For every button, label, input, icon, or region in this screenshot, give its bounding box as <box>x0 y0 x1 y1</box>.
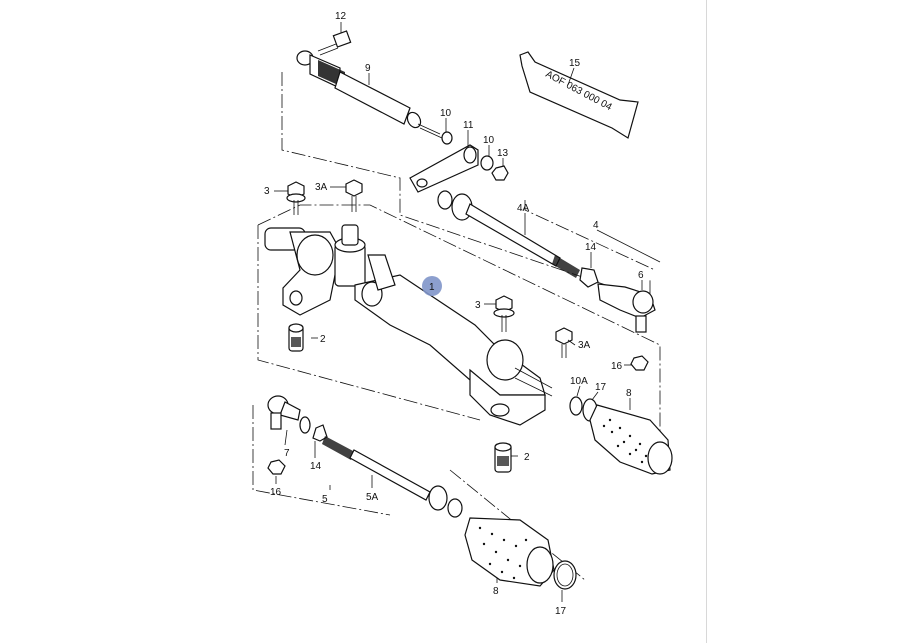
callout-10A[interactable]: 10A <box>570 376 588 387</box>
part-4-tie-rod <box>437 190 656 371</box>
callout-16-upper[interactable]: 16 <box>611 361 623 372</box>
callout-11[interactable]: 11 <box>463 120 474 131</box>
part-3-bolt-middle <box>493 295 515 332</box>
callout-3-upper[interactable]: 3 <box>264 186 270 197</box>
part-8-boot-lower <box>464 517 555 587</box>
callout-10-lower[interactable]: 10 <box>483 135 495 146</box>
part-7-tie-rod-end <box>267 395 301 475</box>
callout-10-upper[interactable]: 10 <box>440 108 452 119</box>
callout-12[interactable]: 12 <box>335 11 347 22</box>
assembly-line-4a <box>524 200 656 271</box>
part-10-washer-a <box>441 131 453 145</box>
callout-8-lower[interactable]: 8 <box>493 586 499 597</box>
part-3-bolt-upper <box>286 181 306 215</box>
callout-3A-lower[interactable]: 3A <box>578 340 591 351</box>
assembly-line-lower-left <box>252 405 391 516</box>
callout-17-right[interactable]: 17 <box>595 382 607 393</box>
part-3A-bolt-lower <box>555 327 573 358</box>
part-11-bracket <box>409 131 509 193</box>
part-10-washer-b <box>480 155 494 171</box>
callout-8-right[interactable]: 8 <box>626 388 632 399</box>
panel-divider <box>706 0 707 643</box>
callout-4A[interactable]: 4A <box>517 203 530 214</box>
selected-part-highlight[interactable] <box>422 276 442 296</box>
assembly-line-rack-right <box>257 204 661 470</box>
part-2-mount-lower <box>494 442 512 473</box>
assembly-line-rack <box>257 225 481 421</box>
part-1-rack-housing <box>264 224 553 426</box>
callout-16-lower[interactable]: 16 <box>270 487 282 498</box>
part-13-nut <box>491 165 509 181</box>
part-17-clamp-lower <box>553 560 577 590</box>
callout-17-lower[interactable]: 17 <box>555 606 567 617</box>
leader-lines <box>274 22 661 602</box>
callout-15[interactable]: 15 <box>569 58 581 69</box>
part-16-nut-lower <box>267 459 286 475</box>
part-14-nut-lower <box>312 424 328 442</box>
part-8-boot-right <box>589 404 673 475</box>
callout-2-lower[interactable]: 2 <box>524 452 530 463</box>
part-3A-bolt-upper <box>345 179 363 212</box>
callout-3-middle[interactable]: 3 <box>475 300 481 311</box>
callout-5A[interactable]: 5A <box>366 492 379 503</box>
callout-9[interactable]: 9 <box>365 63 371 74</box>
callout-14-lower[interactable]: 14 <box>310 461 322 472</box>
part-16-nut-upper <box>630 355 649 371</box>
callout-2-upper[interactable]: 2 <box>320 334 326 345</box>
callouts: 12 9 15 10 11 10 13 3 3A 4A 4 14 6 1 3 3… <box>264 11 644 617</box>
part-2-mount-upper <box>288 323 304 352</box>
part-10A-ring <box>569 396 583 416</box>
callout-13[interactable]: 13 <box>497 148 509 159</box>
part-9-damper <box>296 50 443 139</box>
part-14-nut-upper <box>579 267 599 288</box>
part-5-tie-rod <box>299 416 463 518</box>
callout-6[interactable]: 6 <box>638 270 644 281</box>
callout-7[interactable]: 7 <box>284 448 290 459</box>
callout-14-upper[interactable]: 14 <box>585 242 597 253</box>
callout-1[interactable]: 1 <box>429 282 435 293</box>
callout-5[interactable]: 5 <box>322 494 328 505</box>
callout-4[interactable]: 4 <box>593 220 599 231</box>
callout-3A-upper[interactable]: 3A <box>315 182 328 193</box>
part-12-bolt <box>317 30 352 56</box>
